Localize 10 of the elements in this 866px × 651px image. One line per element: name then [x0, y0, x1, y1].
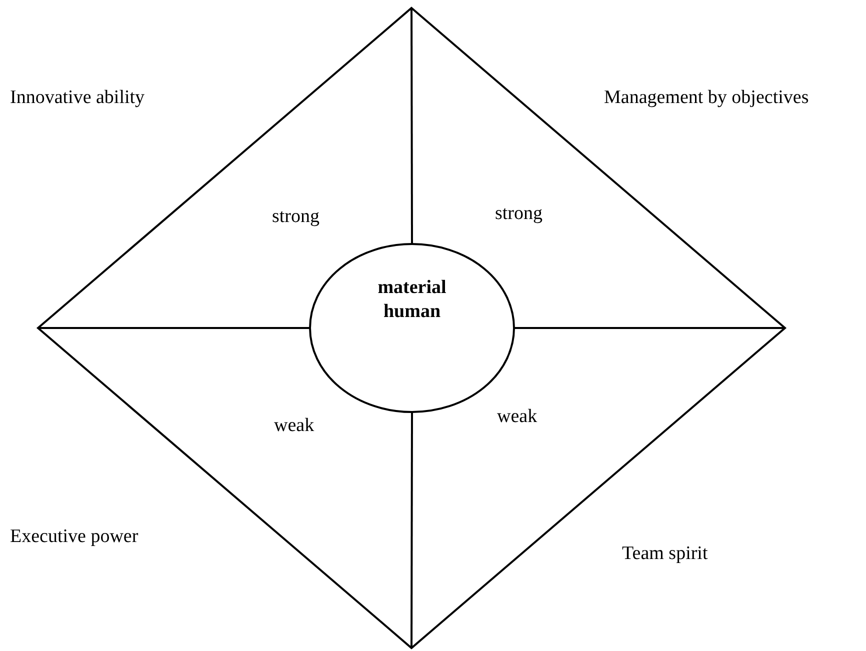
text-label: strong: [495, 203, 542, 225]
text-label: Innovative ability: [10, 87, 145, 109]
text-label: Executive power: [10, 526, 138, 548]
node-text: material human: [376, 276, 448, 324]
text-label: weak: [274, 415, 314, 437]
text-label: Team spirit: [622, 543, 708, 565]
divider-line: [410, 8, 413, 244]
text-label: weak: [497, 406, 538, 428]
text-label: strong: [272, 206, 320, 228]
text-label: Management by objectives: [604, 87, 809, 109]
